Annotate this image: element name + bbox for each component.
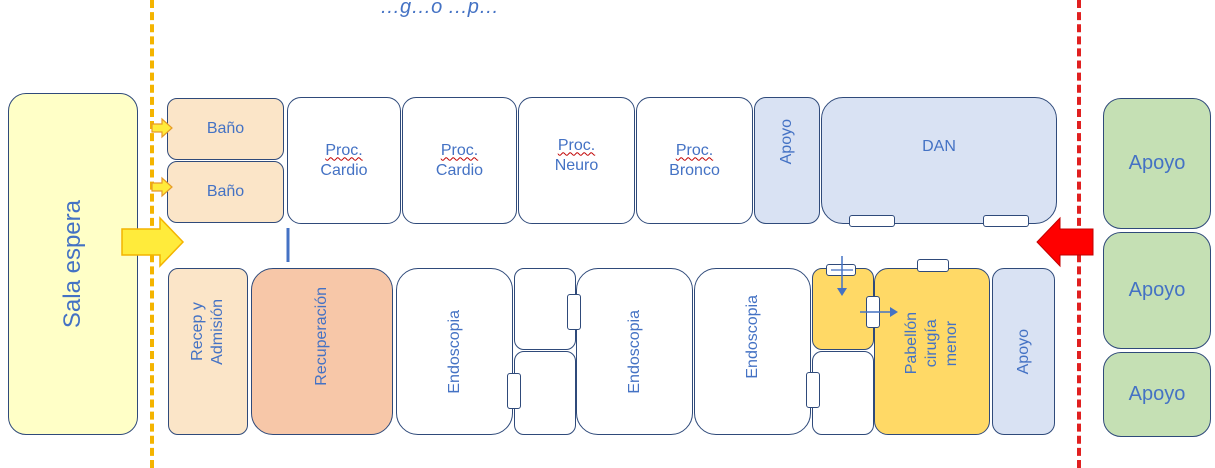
- room-recuperacion: Recuperación: [251, 268, 393, 435]
- room-label-line1: Proc.: [440, 141, 479, 159]
- door-marker: [567, 294, 581, 330]
- room-label-line2: Cardio: [320, 161, 368, 179]
- room-recep-admision: Recep y Admisión: [168, 268, 248, 435]
- room-endoscopia-3: Endoscopia: [694, 268, 811, 435]
- room-label-line1: Proc.: [675, 141, 714, 159]
- room-label: DAN: [922, 137, 956, 155]
- room-label-line1: Proc.: [325, 141, 363, 159]
- room-endoscopia-2: Endoscopia: [576, 268, 693, 435]
- door-marker: [917, 259, 949, 272]
- room-label: Apoyo: [1128, 152, 1186, 174]
- exit-arrow-icon: [1036, 216, 1094, 268]
- room-bano-1: Baño: [167, 98, 284, 160]
- room-proc-cardio-2: Proc. Cardio: [402, 97, 517, 224]
- door-marker: [507, 373, 521, 409]
- room-bano-2: Baño: [167, 161, 284, 223]
- small-arrow-icon: [151, 117, 173, 139]
- small-arrow-icon: [151, 176, 173, 198]
- room-pabellon: Pabellón cirugía menor: [874, 268, 990, 435]
- room-apoyo-top: Apoyo: [754, 97, 820, 224]
- room-label-line2: Bronco: [669, 161, 720, 179]
- room-apoyo-right-2: Apoyo: [1103, 232, 1211, 349]
- diagram-title: …g…o …p…: [380, 0, 499, 18]
- room-label-line2: Cardio: [435, 161, 484, 179]
- room-proc-cardio-1: Proc. Cardio: [287, 97, 401, 224]
- entry-arrow-icon: [121, 216, 185, 268]
- room-small-3: [812, 351, 874, 435]
- room-apoyo-bottom: Apoyo: [992, 268, 1055, 435]
- room-label: Baño: [206, 183, 245, 200]
- room-proc-bronco: Proc. Bronco: [636, 97, 753, 224]
- room-label: Apoyo: [1128, 279, 1186, 301]
- room-label: Baño: [206, 120, 245, 137]
- room-proc-neuro: Proc. Neuro: [518, 97, 635, 224]
- room-label-line2: Neuro: [554, 156, 599, 174]
- room-endoscopia-1: Endoscopia: [396, 268, 513, 435]
- room-sala-espera: Sala espera: [8, 93, 138, 435]
- room-apoyo-right-3: Apoyo: [1103, 352, 1211, 437]
- room-dan: DAN: [821, 97, 1057, 224]
- door-marker: [849, 215, 895, 227]
- room-label: Apoyo: [1128, 383, 1186, 405]
- door-marker: [806, 372, 820, 408]
- room-apoyo-right-1: Apoyo: [1103, 98, 1211, 229]
- door-marker: [983, 215, 1029, 227]
- room-small-2: [514, 351, 576, 435]
- room-small-1: [514, 268, 576, 350]
- room-label-line1: Proc.: [557, 136, 596, 154]
